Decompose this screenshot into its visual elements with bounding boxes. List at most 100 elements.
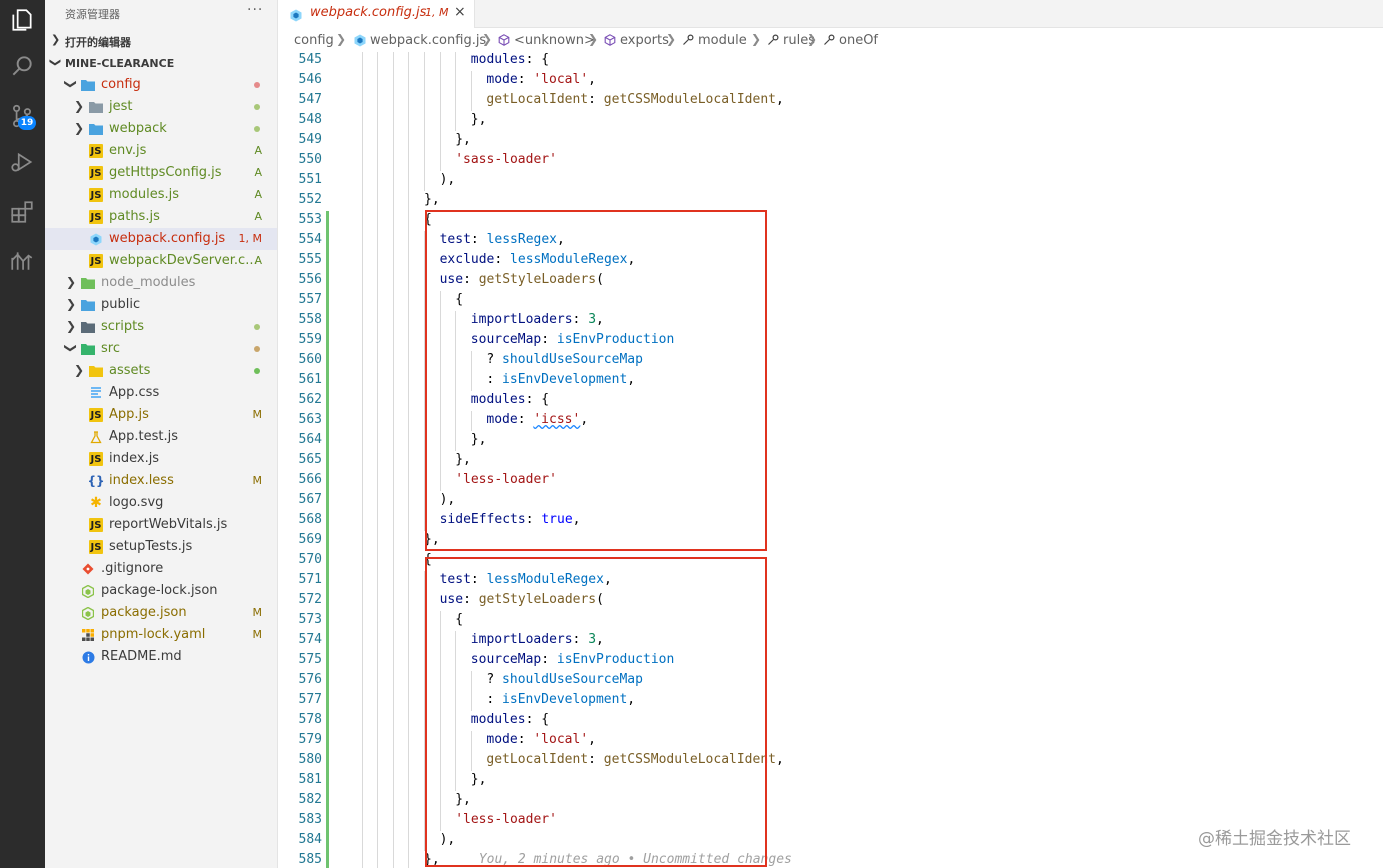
tab-badge: 1, M — [425, 6, 449, 19]
indent-guide — [439, 291, 441, 311]
git-status-badge: A — [254, 166, 262, 179]
code-token: 'icss' — [533, 412, 581, 427]
indent-guide — [408, 52, 410, 71]
git-added-marker — [326, 671, 329, 691]
tree-item[interactable]: ❯config — [45, 74, 277, 96]
code-line: 583'less-loader' — [278, 811, 1383, 831]
indent-guide — [392, 651, 394, 671]
tree-item-label: setupTests.js — [109, 539, 193, 554]
tree-item[interactable]: ❯jest — [45, 96, 277, 118]
indent-guide — [408, 691, 410, 711]
indent-guide — [377, 171, 379, 191]
line-number: 561 — [298, 372, 322, 387]
breadcrumb-item[interactable]: <unknown> — [514, 33, 595, 48]
indent-guide — [424, 71, 425, 91]
line-number: 553 — [298, 212, 322, 227]
code-line: 557{ — [278, 291, 1383, 311]
indent-guide — [408, 371, 410, 391]
tree-item[interactable]: ❯webpack — [45, 118, 277, 140]
tree-item[interactable]: ❯src — [45, 338, 277, 360]
code-token: lessModuleRegex — [510, 252, 628, 267]
indent-guide — [455, 311, 457, 331]
code-token: , — [627, 252, 636, 267]
run-debug-icon[interactable] — [6, 146, 38, 178]
tree-item[interactable]: ❯scripts — [45, 316, 277, 338]
code-token: }, — [424, 532, 440, 547]
code-token: , — [603, 572, 612, 587]
indent-guide — [439, 151, 441, 171]
indent-guide — [424, 351, 425, 371]
tree-item-label: config — [101, 77, 141, 92]
indent-guide — [392, 311, 394, 331]
breadcrumb-item[interactable]: module — [698, 33, 747, 48]
tree-item[interactable]: ✱logo.svg — [45, 492, 277, 514]
breadcrumb-item[interactable]: exports — [620, 33, 669, 48]
indent-guide — [361, 811, 363, 831]
open-editors-section[interactable]: ❯ 打开的编辑器 — [45, 30, 277, 52]
workspace-section[interactable]: ❯ MINE-CLEARANCE — [45, 53, 277, 75]
code-token: modules — [470, 712, 526, 727]
tab-label: webpack.config.js — [310, 5, 427, 20]
line-number: 552 — [298, 192, 322, 207]
git-added-marker — [326, 591, 329, 611]
tree-item[interactable]: package-lock.json — [45, 580, 277, 602]
tree-item[interactable]: ❯assets — [45, 360, 277, 382]
tree-item[interactable]: App.test.js — [45, 426, 277, 448]
tree-item[interactable]: .gitignore — [45, 558, 277, 580]
indent-guide — [361, 151, 363, 171]
breadcrumb-item[interactable]: webpack.config.js — [370, 33, 487, 48]
tree-item[interactable]: README.md — [45, 646, 277, 668]
indent-guide — [408, 591, 410, 611]
line-number: 575 — [298, 652, 322, 667]
explorer-icon[interactable] — [6, 4, 38, 36]
breadcrumb-item[interactable]: oneOf — [839, 33, 878, 48]
chevron-right-icon: ❯ — [74, 99, 85, 113]
tree-item[interactable]: ❯public — [45, 294, 277, 316]
close-icon[interactable]: × — [454, 4, 466, 20]
indent-guide — [408, 851, 410, 868]
indent-guide — [455, 351, 457, 371]
more-actions-icon[interactable]: ··· — [247, 2, 264, 18]
breadcrumb-item[interactable]: rules — [783, 33, 815, 48]
indent-guide — [439, 691, 441, 711]
indent-guide — [361, 171, 363, 191]
chevron-right-icon: ❯ — [66, 297, 77, 311]
code-line: 581}, — [278, 771, 1383, 791]
tab-webpack-config[interactable]: webpack.config.js 1, M × — [278, 0, 475, 28]
code-text: sourceMap: isEnvProduction — [471, 652, 675, 667]
breadcrumb-item[interactable]: config — [294, 33, 334, 48]
indent-guide — [439, 71, 441, 91]
code-token: getLocalIdent — [486, 752, 589, 767]
code-text: : isEnvDevelopment, — [486, 692, 635, 707]
indent-guide — [424, 151, 425, 171]
analytics-icon[interactable] — [6, 244, 38, 276]
extensions-icon[interactable] — [6, 196, 38, 228]
git-added-marker — [326, 211, 329, 231]
code-token: }, — [455, 792, 471, 807]
chevron-right-icon: ❯ — [751, 32, 762, 46]
tree-item[interactable]: App.css — [45, 382, 277, 404]
code-token: : — [588, 752, 604, 767]
search-icon[interactable] — [6, 50, 38, 82]
tree-item[interactable]: ❯node_modules — [45, 272, 277, 294]
git-status-dot — [254, 82, 260, 88]
tree-item-label: src — [101, 341, 120, 356]
indent-guide — [361, 611, 363, 631]
git-added-marker — [326, 691, 329, 711]
